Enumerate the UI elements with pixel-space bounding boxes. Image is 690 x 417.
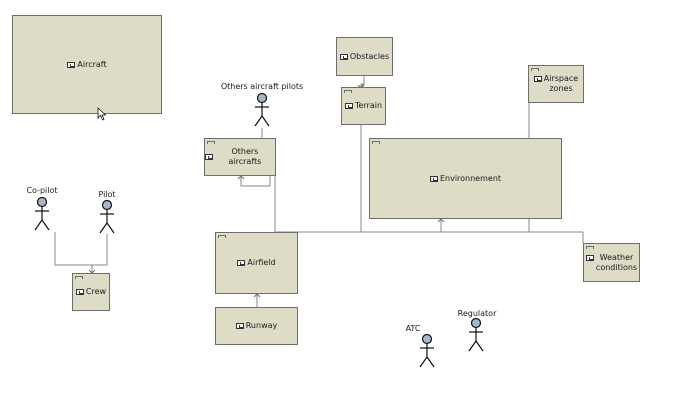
block-corner-icon <box>218 235 226 238</box>
block-airfield[interactable]: Airfield <box>215 232 298 294</box>
block-crew[interactable]: Crew <box>72 273 110 311</box>
block-label-line1: Airspace <box>543 74 579 83</box>
actor-label-regulator: Regulator <box>457 309 497 318</box>
actor-label-co-pilot: Co-pilot <box>26 186 58 195</box>
block-aircraft[interactable]: Aircraft <box>12 15 162 114</box>
connector-obstacles-terrain[interactable] <box>360 76 365 87</box>
block-stereotype-icon <box>429 175 438 182</box>
actor-co-pilot[interactable] <box>34 196 50 233</box>
block-others-aircrafts[interactable]: Others aircrafts <box>204 138 276 176</box>
actor-label-pilot: Pilot <box>98 190 116 199</box>
connector-copilot-crew[interactable] <box>54 232 93 273</box>
block-environnement[interactable]: Environnement <box>369 138 562 219</box>
block-label-line1: Weather <box>599 252 634 262</box>
block-label: Obstacles <box>349 51 390 61</box>
block-stereotype-icon <box>75 289 84 295</box>
actor-atc[interactable] <box>419 333 435 370</box>
block-terrain[interactable]: Terrain <box>341 87 386 125</box>
block-obstacles[interactable]: Obstacles <box>336 37 393 76</box>
block-label: Airfield <box>247 258 276 267</box>
actor-pilot[interactable] <box>99 199 115 236</box>
block-label: Runway <box>245 321 278 330</box>
actor-regulator[interactable] <box>468 317 484 354</box>
connector-pilot-crew[interactable] <box>92 234 108 266</box>
block-corner-icon <box>586 246 594 249</box>
mouse-pointer-icon <box>97 107 107 121</box>
block-label: Aircraft <box>77 59 107 69</box>
block-stereotype-icon <box>205 154 213 160</box>
block-stereotype-icon <box>533 76 542 82</box>
block-corner-icon <box>344 90 352 93</box>
block-label-line2: zones <box>549 84 573 93</box>
block-corner-icon <box>207 141 215 144</box>
block-stereotype-icon <box>235 323 244 329</box>
block-label: Others aircrafts <box>228 147 262 166</box>
block-stereotype-icon <box>237 260 246 266</box>
block-label: Environnement <box>439 173 502 183</box>
block-stereotype-icon <box>67 61 76 68</box>
block-stereotype-icon <box>585 254 594 261</box>
actor-label-atc: ATC <box>405 324 421 333</box>
block-corner-icon <box>372 141 380 144</box>
block-corner-icon <box>75 276 83 279</box>
block-label: Crew <box>85 287 107 296</box>
actor-label-others-aircraft-pilots: Others aircraft pilots <box>220 82 304 91</box>
block-stereotype-icon <box>339 53 348 60</box>
actor-others-aircraft-pilots[interactable] <box>254 92 270 129</box>
block-label-line2: conditions <box>595 262 638 272</box>
block-runway[interactable]: Runway <box>215 307 298 345</box>
connector-others-self[interactable] <box>240 176 271 187</box>
block-corner-icon <box>531 68 539 71</box>
block-stereotype-icon <box>344 103 353 109</box>
block-label: Terrain <box>354 101 383 110</box>
